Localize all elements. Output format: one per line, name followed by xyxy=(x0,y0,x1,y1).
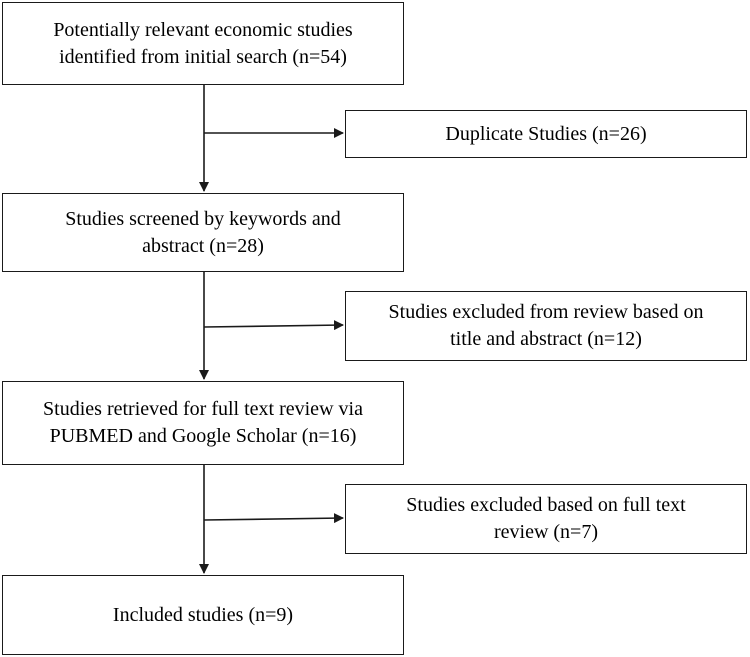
box-identified-line-1: Potentially relevant economic studies xyxy=(53,18,353,41)
box-excluded-title-abstract: Studies excluded from review based on ti… xyxy=(345,291,747,361)
box-retrieved-line-1: Studies retrieved for full text review v… xyxy=(43,398,363,420)
box-excluded-full-text-line-2: review (n=7) xyxy=(493,521,598,543)
box-included-studies: Included studies (n=9) xyxy=(2,575,404,655)
box-excluded-full-text: Studies excluded based on full text revi… xyxy=(345,484,747,554)
box-screened-line-2: abstract (n=28) xyxy=(142,234,264,257)
box-excluded-title-abstract-line-1: Studies excluded from review based on xyxy=(388,301,704,323)
box-duplicates-line-1: Duplicate Studies (n=26) xyxy=(445,122,647,145)
box-retrieved-studies: Studies retrieved for full text review v… xyxy=(2,381,404,465)
arrow-to-excluded-title-abstract xyxy=(203,320,344,331)
box-excluded-title-abstract-line-2: title and abstract (n=12) xyxy=(450,328,642,350)
box-screened-studies: Studies screened by keywords and abstrac… xyxy=(2,193,404,272)
box-retrieved-line-2: PUBMED and Google Scholar (n=16) xyxy=(49,425,357,447)
box-duplicate-studies: Duplicate Studies (n=26) xyxy=(345,110,747,158)
box-identified-line-2: identified from initial search (n=54) xyxy=(59,45,347,68)
box-included-line-1: Included studies (n=9) xyxy=(112,603,294,626)
box-identified-studies: Potentially relevant economic studies id… xyxy=(2,2,404,85)
box-screened-line-1: Studies screened by keywords and xyxy=(65,207,341,230)
arrow-to-excluded-full-text xyxy=(203,513,344,524)
box-excluded-full-text-line-1: Studies excluded based on full text xyxy=(406,494,686,516)
